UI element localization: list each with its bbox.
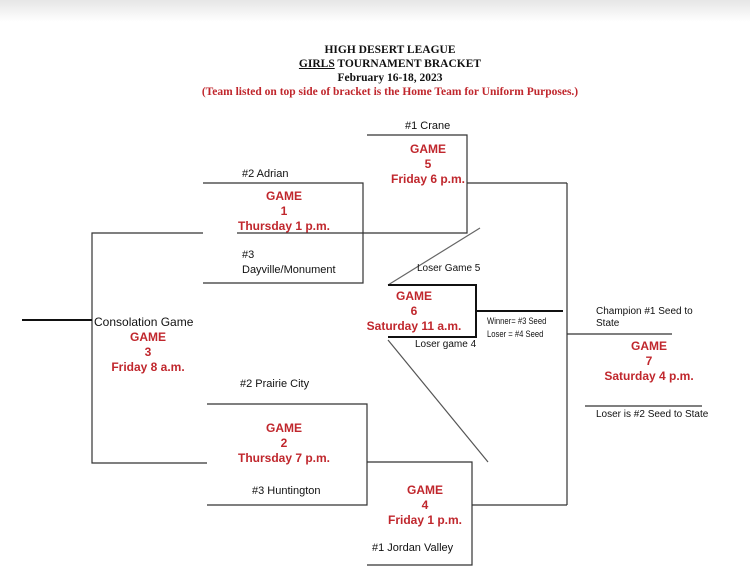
- league-title: HIGH DESERT LEAGUE: [324, 44, 456, 56]
- girls-label: GIRLS: [298, 58, 335, 70]
- game6-label: GAME: [396, 289, 432, 303]
- winner-seed-note: Winner= #3 Seed: [487, 316, 547, 326]
- team-jordan: #1 Jordan Valley: [372, 542, 454, 554]
- loser-game5-note: Loser Game 5: [417, 263, 481, 274]
- game4-label: GAME: [407, 483, 443, 497]
- team-dayville-seed: #3: [242, 249, 255, 261]
- bracket-title: GIRLS TOURNAMENT BRACKET: [0, 58, 750, 70]
- game6-time: Saturday 11 a.m.: [366, 319, 462, 333]
- diag-loser-g5: [387, 227, 481, 286]
- game6-num: 6: [410, 304, 418, 318]
- game5-bracket: [237, 134, 468, 234]
- diag-loser-g4: [387, 339, 489, 463]
- game2-bracket: [207, 403, 368, 506]
- team-crane: #1 Crane: [405, 120, 451, 132]
- game7-num: 7: [645, 354, 653, 368]
- game1-bracket: [203, 182, 364, 284]
- game1-label: GAME: [266, 189, 302, 203]
- dates: February 16-18, 2023: [337, 72, 443, 84]
- game1-time: Thursday 1 p.m.: [237, 219, 331, 233]
- game3-num: 3: [144, 345, 152, 359]
- home-team-note: (Team listed on top side of bracket is t…: [201, 86, 579, 98]
- game2-label: GAME: [266, 421, 302, 435]
- game7-label: GAME: [631, 339, 667, 353]
- game4-num: 4: [421, 498, 429, 512]
- game1-num: 1: [280, 204, 288, 218]
- loser-state-note: Loser is #2 Seed to State: [596, 409, 709, 420]
- team-huntington: #3 Huntington: [252, 485, 321, 497]
- game2-time: Thursday 7 p.m.: [237, 451, 331, 465]
- game5-num: 5: [424, 157, 432, 171]
- game5-label: GAME: [410, 142, 446, 156]
- game7-time: Saturday 4 p.m.: [604, 369, 694, 383]
- game2-num: 2: [280, 436, 288, 450]
- bracket-label: TOURNAMENT BRACKET: [334, 58, 482, 70]
- game5-time: Friday 6 p.m.: [390, 172, 466, 186]
- game4-time: Friday 1 p.m.: [387, 513, 463, 527]
- game4-bracket: [367, 461, 473, 566]
- game3-time: Friday 8 a.m.: [111, 360, 185, 374]
- consolation-bracket: [91, 232, 207, 464]
- loser-game4-note: Loser game 4: [415, 339, 477, 350]
- team-prairie: #2 Prairie City: [240, 378, 310, 390]
- top-band: [0, 0, 750, 22]
- loser-seed-note: Loser = #4 Seed: [487, 329, 544, 339]
- team-adrian: #2 Adrian: [242, 168, 289, 180]
- champion-note-2: State: [596, 318, 620, 329]
- team-dayville: Dayville/Monument: [242, 264, 336, 276]
- game3-label: GAME: [130, 330, 166, 344]
- consolation-title: Consolation Game: [94, 315, 194, 329]
- champion-note-1: Champion #1 Seed to: [596, 306, 693, 317]
